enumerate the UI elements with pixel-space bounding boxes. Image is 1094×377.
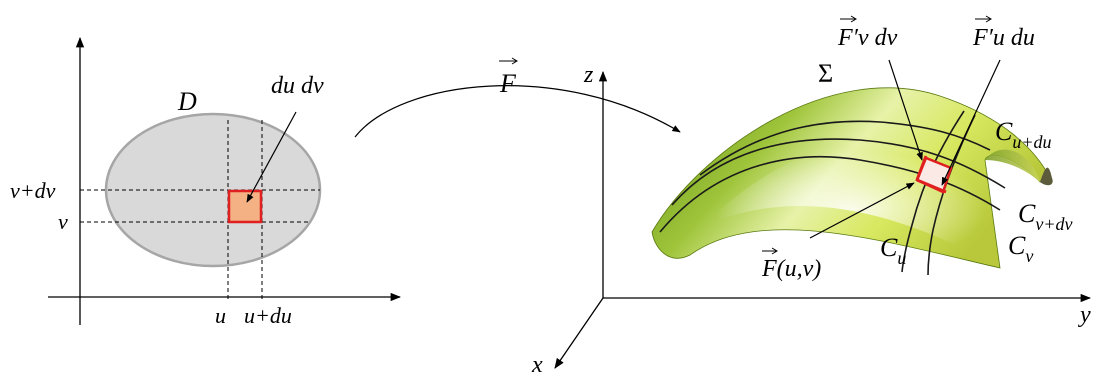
area-element-label: du dv [271,73,324,99]
tangent-v-label-group: F′v dv [837,15,898,51]
tangent-v-label: F′v dv [837,25,898,51]
curve-label-u: Cu [880,233,906,268]
curve-u [901,110,965,273]
tick-label-u: u [215,303,226,328]
pointer-tangent-v [888,59,923,161]
mapping-arrow-group: F [354,57,681,138]
tick-label-u-plus-du: u+du [244,303,292,328]
surface-label: Σ [818,59,833,88]
curve-extra-1 [699,120,991,176]
tangent-u-label: F′u du [972,25,1035,51]
tangent-u-vector [916,178,947,194]
tangent-v-vector [915,155,928,181]
tangent-u-label-group: F′u du [972,15,1035,51]
mapping-arrow [354,85,681,138]
tick-label-v: v [58,209,68,234]
curve-label-v-plus-dv: Cv+dv [1018,199,1072,234]
curve-v [659,155,1001,233]
z-axis-label: z [583,62,594,88]
mapping-vector-arrowhead [511,57,518,65]
curve-v-plus-dv [671,138,1006,206]
mapping-label: F [499,69,517,98]
surface-sigma [651,87,1053,276]
y-axis-label: y [1078,302,1091,328]
tick-label-v-plus-dv: v+dv [10,178,56,203]
x-axis [554,297,604,369]
point-label: F(u,v) [761,256,821,282]
pointer-tangent-u [941,59,1001,186]
pointer-point [809,182,915,239]
domain-label: D [177,87,197,116]
curve-label-u-plus-du: Cu+du [995,117,1052,152]
uv-plane: D du dv v+dv v u u+du [10,36,402,328]
curve-label-v: Cv [1008,231,1033,266]
area-element-patch [227,189,263,224]
xyz-space: z y x Σ F(u,v) [531,15,1092,377]
area-element-pointer [246,111,297,203]
x-axis-label: x [531,352,543,377]
point-label-group: F(u,v) [761,247,821,282]
